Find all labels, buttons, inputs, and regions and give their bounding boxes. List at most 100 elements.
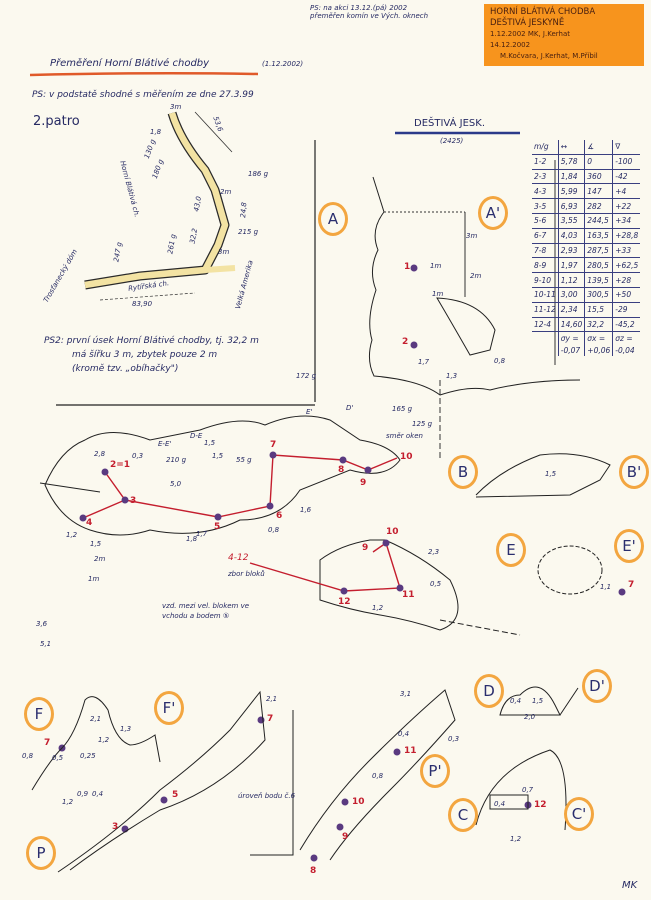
section-d-outline (499, 686, 579, 716)
measurement: 3m (170, 103, 182, 111)
station-label: 9 (342, 832, 349, 842)
survey-leg (124, 454, 398, 518)
plan-measurement: 210 g (166, 456, 187, 464)
section-label-e: E (496, 533, 526, 567)
section-label-d-prime: D' (582, 669, 612, 703)
survey-date: (1.12.2002) (262, 60, 304, 68)
plan-measurement: E' (306, 408, 313, 416)
table-cell: +62,5 (612, 257, 641, 274)
level-label: 2.patro (33, 114, 80, 129)
section-label-p: P (26, 836, 56, 870)
section-f-measurement: 1,3 (120, 725, 132, 733)
plan-measurement: 5,1 (40, 640, 52, 648)
table-cell: 12-4 (532, 317, 559, 333)
section-label-d: D (474, 674, 504, 708)
section-c-measurement: 1,2 (510, 835, 522, 843)
survey-leg (82, 471, 127, 519)
table-cell: 3,55 (557, 213, 585, 229)
station-label: 11 (404, 746, 417, 756)
header-length: ↔ (557, 140, 585, 155)
table-cell: 1,12 (557, 272, 585, 288)
section-p-measurement: 0,8 (372, 772, 384, 780)
title-underline (29, 71, 259, 77)
table-cell: 244,5 (584, 213, 613, 229)
plan-measurement: 172 g (296, 372, 317, 380)
top-note: PS: na akci 13.12.(pá) 2002 přeměřen kom… (310, 4, 428, 20)
section-p-outline (57, 690, 266, 873)
table-cell: 147 (584, 183, 613, 200)
table-cell: 282 (584, 198, 613, 214)
table-cell: -45,2 (612, 317, 641, 333)
station-label: 12 (338, 597, 351, 607)
measurement: 3m (218, 248, 230, 256)
section-a-measurement: 1m (430, 262, 442, 270)
closure-value: +0,06 (584, 344, 613, 357)
section-f-outline (31, 696, 161, 791)
table-cell: 300,5 (584, 287, 613, 303)
plan-measurement: D' (346, 404, 354, 412)
section-c-measurement: 0,4 (494, 800, 506, 808)
section-f-measurement: 1,2 (98, 736, 110, 744)
plan-measurement: 4-12 (228, 553, 249, 563)
section-a-measurement: 1,7 (418, 358, 430, 366)
station-label: 7 (270, 440, 277, 450)
section-d-measurement: 0,4 (510, 697, 522, 705)
plan-measurement: D-E (190, 432, 203, 440)
section-p-connector (250, 710, 294, 856)
ps2-line: PS2: první úsek Horní Blátivé chodby, tj… (44, 336, 259, 346)
plan-measurement: 1,7 (196, 530, 208, 538)
dimension-line (194, 111, 233, 153)
table-cell: 9-10 (532, 272, 559, 288)
label-title: HORNÍ BLÁTIVÁ CHODBA (490, 7, 596, 17)
table-cell: 11-12 (532, 302, 559, 318)
closure-value: -0,07 (557, 344, 585, 357)
table-cell: 7-8 (532, 243, 559, 259)
section-b-measurement: 1,5 (545, 470, 557, 478)
table-cell-empty (532, 332, 558, 345)
section-f-measurement: 2,1 (90, 715, 102, 723)
table-cell: +28 (612, 272, 641, 288)
table-cell: 3,00 (557, 287, 585, 303)
table-cell: 5-6 (532, 213, 559, 229)
station-label: 7 (44, 738, 51, 748)
table-cell: 139,5 (584, 272, 613, 288)
section-e-measurement: 1,1 (600, 583, 612, 591)
section-label-c: C (448, 798, 478, 832)
section-c-measurement: 0,7 (522, 786, 534, 794)
plan-measurement: 3,6 (36, 620, 48, 628)
plan-measurement: 1,8 (186, 535, 198, 543)
table-cell: 4-3 (532, 183, 559, 200)
section-p-measurement: 0,9 (77, 790, 89, 798)
table-cell: -100 (612, 154, 641, 170)
plan-measurement: 0,5 (430, 580, 442, 588)
table-cell: 5,78 (557, 154, 585, 170)
table-cell: +34 (612, 213, 641, 229)
note-blocks: zbor bloků (228, 570, 265, 578)
top-note-line: PS: na akci 13.12.(pá) 2002 (310, 4, 408, 12)
plan-measurement: 2,3 (428, 548, 440, 556)
section-label-b-prime: B' (619, 455, 649, 489)
ps2-note: PS2: první úsek Horní Blátivé chodby, tj… (44, 334, 259, 376)
plan-measurement: 125 g (412, 420, 433, 428)
section-p-measurement: 0,3 (448, 735, 460, 743)
station-label: 7 (628, 580, 635, 590)
measurement: 186 g (248, 170, 269, 178)
survey-note: PS: v podstatě shodné s měřením ze dne 2… (32, 90, 254, 100)
measurement: 1,8 (150, 128, 162, 136)
table-cell: 163,5 (584, 228, 613, 244)
top-note-line: přeměřen komín ve Vých. oknech (310, 12, 429, 21)
measurement: 2m (220, 188, 232, 196)
table-cell: +22 (612, 198, 641, 214)
table-cell: 1,97 (557, 257, 585, 274)
section-label-c-prime: C' (564, 797, 594, 831)
